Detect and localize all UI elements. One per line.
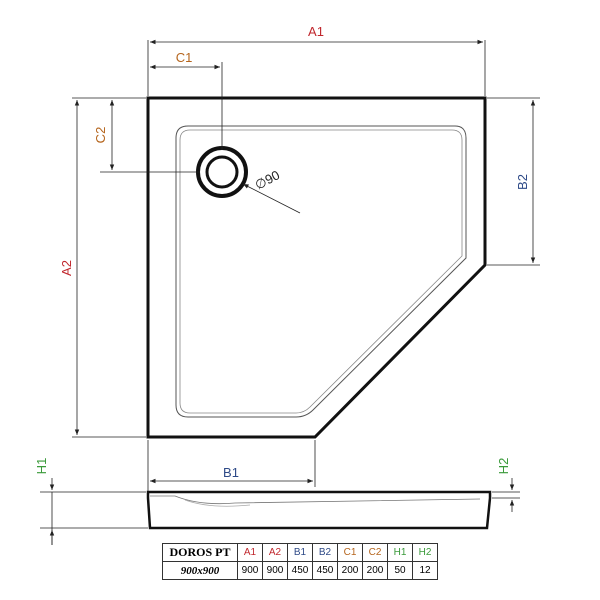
header-b2: B2 (312, 543, 338, 562)
model-name: DOROS PT (162, 543, 238, 562)
tray-outline (146, 96, 487, 439)
label-h1: H1 (34, 458, 49, 475)
tray-side-profile (146, 490, 492, 530)
drain-icon (196, 146, 248, 198)
header-c2: C2 (362, 543, 388, 562)
label-b2: B2 (515, 174, 530, 190)
label-c1: C1 (176, 50, 193, 65)
header-h1: H1 (387, 543, 413, 562)
tray-basin (175, 125, 467, 418)
header-b1: B1 (287, 543, 313, 562)
value-b1: 450 (287, 561, 313, 580)
label-a1: A1 (308, 24, 324, 39)
label-c2: C2 (93, 127, 108, 144)
header-h2: H2 (412, 543, 438, 562)
table-row: 900x900 900 900 450 450 200 200 50 12 (162, 561, 438, 580)
label-b1: B1 (223, 465, 239, 480)
value-c1: 200 (337, 561, 363, 580)
model-size: 900x900 (162, 561, 238, 580)
header-a2: A2 (262, 543, 288, 562)
header-a1: A1 (237, 543, 263, 562)
spec-table: DOROS PT A1 A2 B1 B2 C1 C2 H1 H2 900x900… (162, 543, 438, 580)
header-c1: C1 (337, 543, 363, 562)
value-a2: 900 (262, 561, 288, 580)
value-h2: 12 (412, 561, 438, 580)
value-a1: 900 (237, 561, 263, 580)
value-c2: 200 (362, 561, 388, 580)
label-a2: A2 (59, 260, 74, 276)
value-b2: 450 (312, 561, 338, 580)
label-h2: H2 (496, 458, 511, 475)
table-row: DOROS PT A1 A2 B1 B2 C1 C2 H1 H2 (162, 543, 438, 562)
value-h1: 50 (387, 561, 413, 580)
tray-basin-inner (179, 129, 463, 414)
